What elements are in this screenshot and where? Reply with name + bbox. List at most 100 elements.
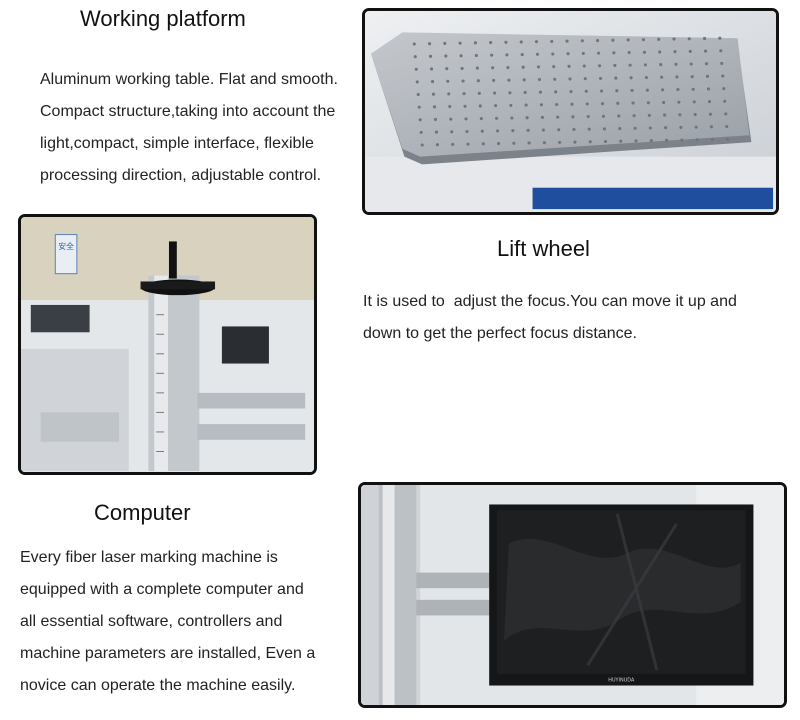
table-hole — [599, 89, 604, 93]
table-hole — [443, 41, 447, 45]
table-hole — [662, 100, 666, 105]
table-hole — [598, 76, 603, 80]
table-hole — [556, 115, 560, 119]
table-hole — [431, 92, 436, 96]
table-hole — [551, 52, 555, 56]
table-hole — [580, 39, 584, 43]
table-hole — [489, 41, 493, 45]
table-hole — [566, 52, 570, 56]
table-hole — [665, 138, 669, 142]
table-hole — [661, 88, 665, 92]
table-hole — [632, 114, 636, 118]
table-hole — [597, 64, 602, 68]
table-hole — [428, 54, 433, 58]
table-hole — [511, 129, 515, 133]
table-hole — [572, 127, 576, 132]
table-hole — [689, 62, 693, 66]
table-hole — [597, 51, 601, 55]
table-hole — [614, 76, 618, 80]
table-hole — [588, 140, 592, 144]
table-hole — [723, 99, 727, 103]
table-hole — [587, 127, 591, 131]
table-hole — [507, 78, 511, 82]
table-hole — [541, 128, 545, 132]
table-hole — [495, 116, 499, 120]
table-hole — [433, 117, 438, 122]
table-hole — [494, 104, 498, 108]
table-hole — [631, 101, 635, 105]
description-line: light,compact, simple interface, flexibl… — [40, 135, 314, 152]
table-hole — [725, 124, 729, 129]
table-hole — [525, 116, 529, 120]
table-hole — [612, 51, 616, 55]
table-hole — [565, 39, 569, 43]
table-hole — [526, 128, 530, 132]
table-hole — [417, 105, 421, 109]
table-hole — [674, 62, 678, 66]
table-hole — [672, 37, 676, 41]
table-hole — [630, 88, 634, 92]
table-hole — [478, 104, 482, 108]
table-hole — [450, 130, 454, 134]
table-hole — [552, 65, 556, 69]
table-hole — [628, 63, 632, 67]
table-hole — [600, 102, 605, 106]
table-hole — [481, 142, 485, 146]
table-hole — [451, 142, 455, 146]
table-hole — [491, 66, 495, 70]
table-hole — [626, 38, 630, 42]
table-hole — [524, 103, 528, 107]
table-hole — [627, 51, 631, 55]
table-hole — [521, 65, 525, 69]
table-hole — [506, 65, 510, 70]
table-hole — [644, 75, 648, 80]
table-hole — [416, 92, 420, 97]
table-hole — [613, 63, 617, 68]
table-hole — [571, 115, 575, 119]
table-hole — [535, 52, 540, 56]
table-hole — [449, 117, 453, 121]
table-hole — [678, 113, 682, 117]
description-line: processing direction, adjustable control… — [40, 167, 322, 184]
table-hole — [555, 102, 559, 107]
table-hole — [680, 138, 684, 142]
table-hole — [508, 91, 512, 95]
table-hole — [557, 128, 561, 132]
table-hole — [476, 79, 480, 83]
table-hole — [724, 112, 728, 116]
table-hole — [534, 40, 539, 44]
table-hole — [463, 104, 467, 108]
table-hole — [427, 42, 432, 46]
table-hole — [573, 140, 577, 144]
table-hole — [703, 49, 708, 53]
working-platform-heading: Working platform — [80, 6, 246, 31]
description-line: Aluminum working table. Flat and smooth. — [40, 71, 338, 88]
table-hole — [596, 38, 600, 43]
table-hole — [460, 66, 464, 70]
table-hole — [649, 139, 653, 143]
table-hole — [658, 50, 662, 54]
table-hole — [645, 88, 649, 92]
table-hole — [432, 105, 437, 109]
table-hole — [611, 38, 615, 42]
table-hole — [540, 115, 544, 119]
table-hole — [619, 139, 623, 143]
table-hole — [550, 39, 554, 43]
table-hole — [504, 40, 508, 44]
table-hole — [466, 142, 470, 146]
table-hole — [461, 79, 465, 83]
table-hole — [709, 125, 714, 129]
table-hole — [659, 63, 663, 67]
table-hole — [634, 139, 638, 143]
table-hole — [523, 90, 527, 95]
table-hole — [660, 75, 664, 79]
table-hole — [679, 125, 683, 129]
computer-heading: Computer — [94, 500, 191, 525]
table-hole — [447, 92, 451, 96]
safety-poster-text: 安全 — [58, 241, 74, 251]
table-hole — [505, 53, 509, 57]
description-line: Every fiber laser marking machine is — [20, 549, 278, 566]
table-hole — [429, 67, 434, 71]
table-hole — [687, 37, 691, 41]
table-hole — [536, 65, 541, 69]
